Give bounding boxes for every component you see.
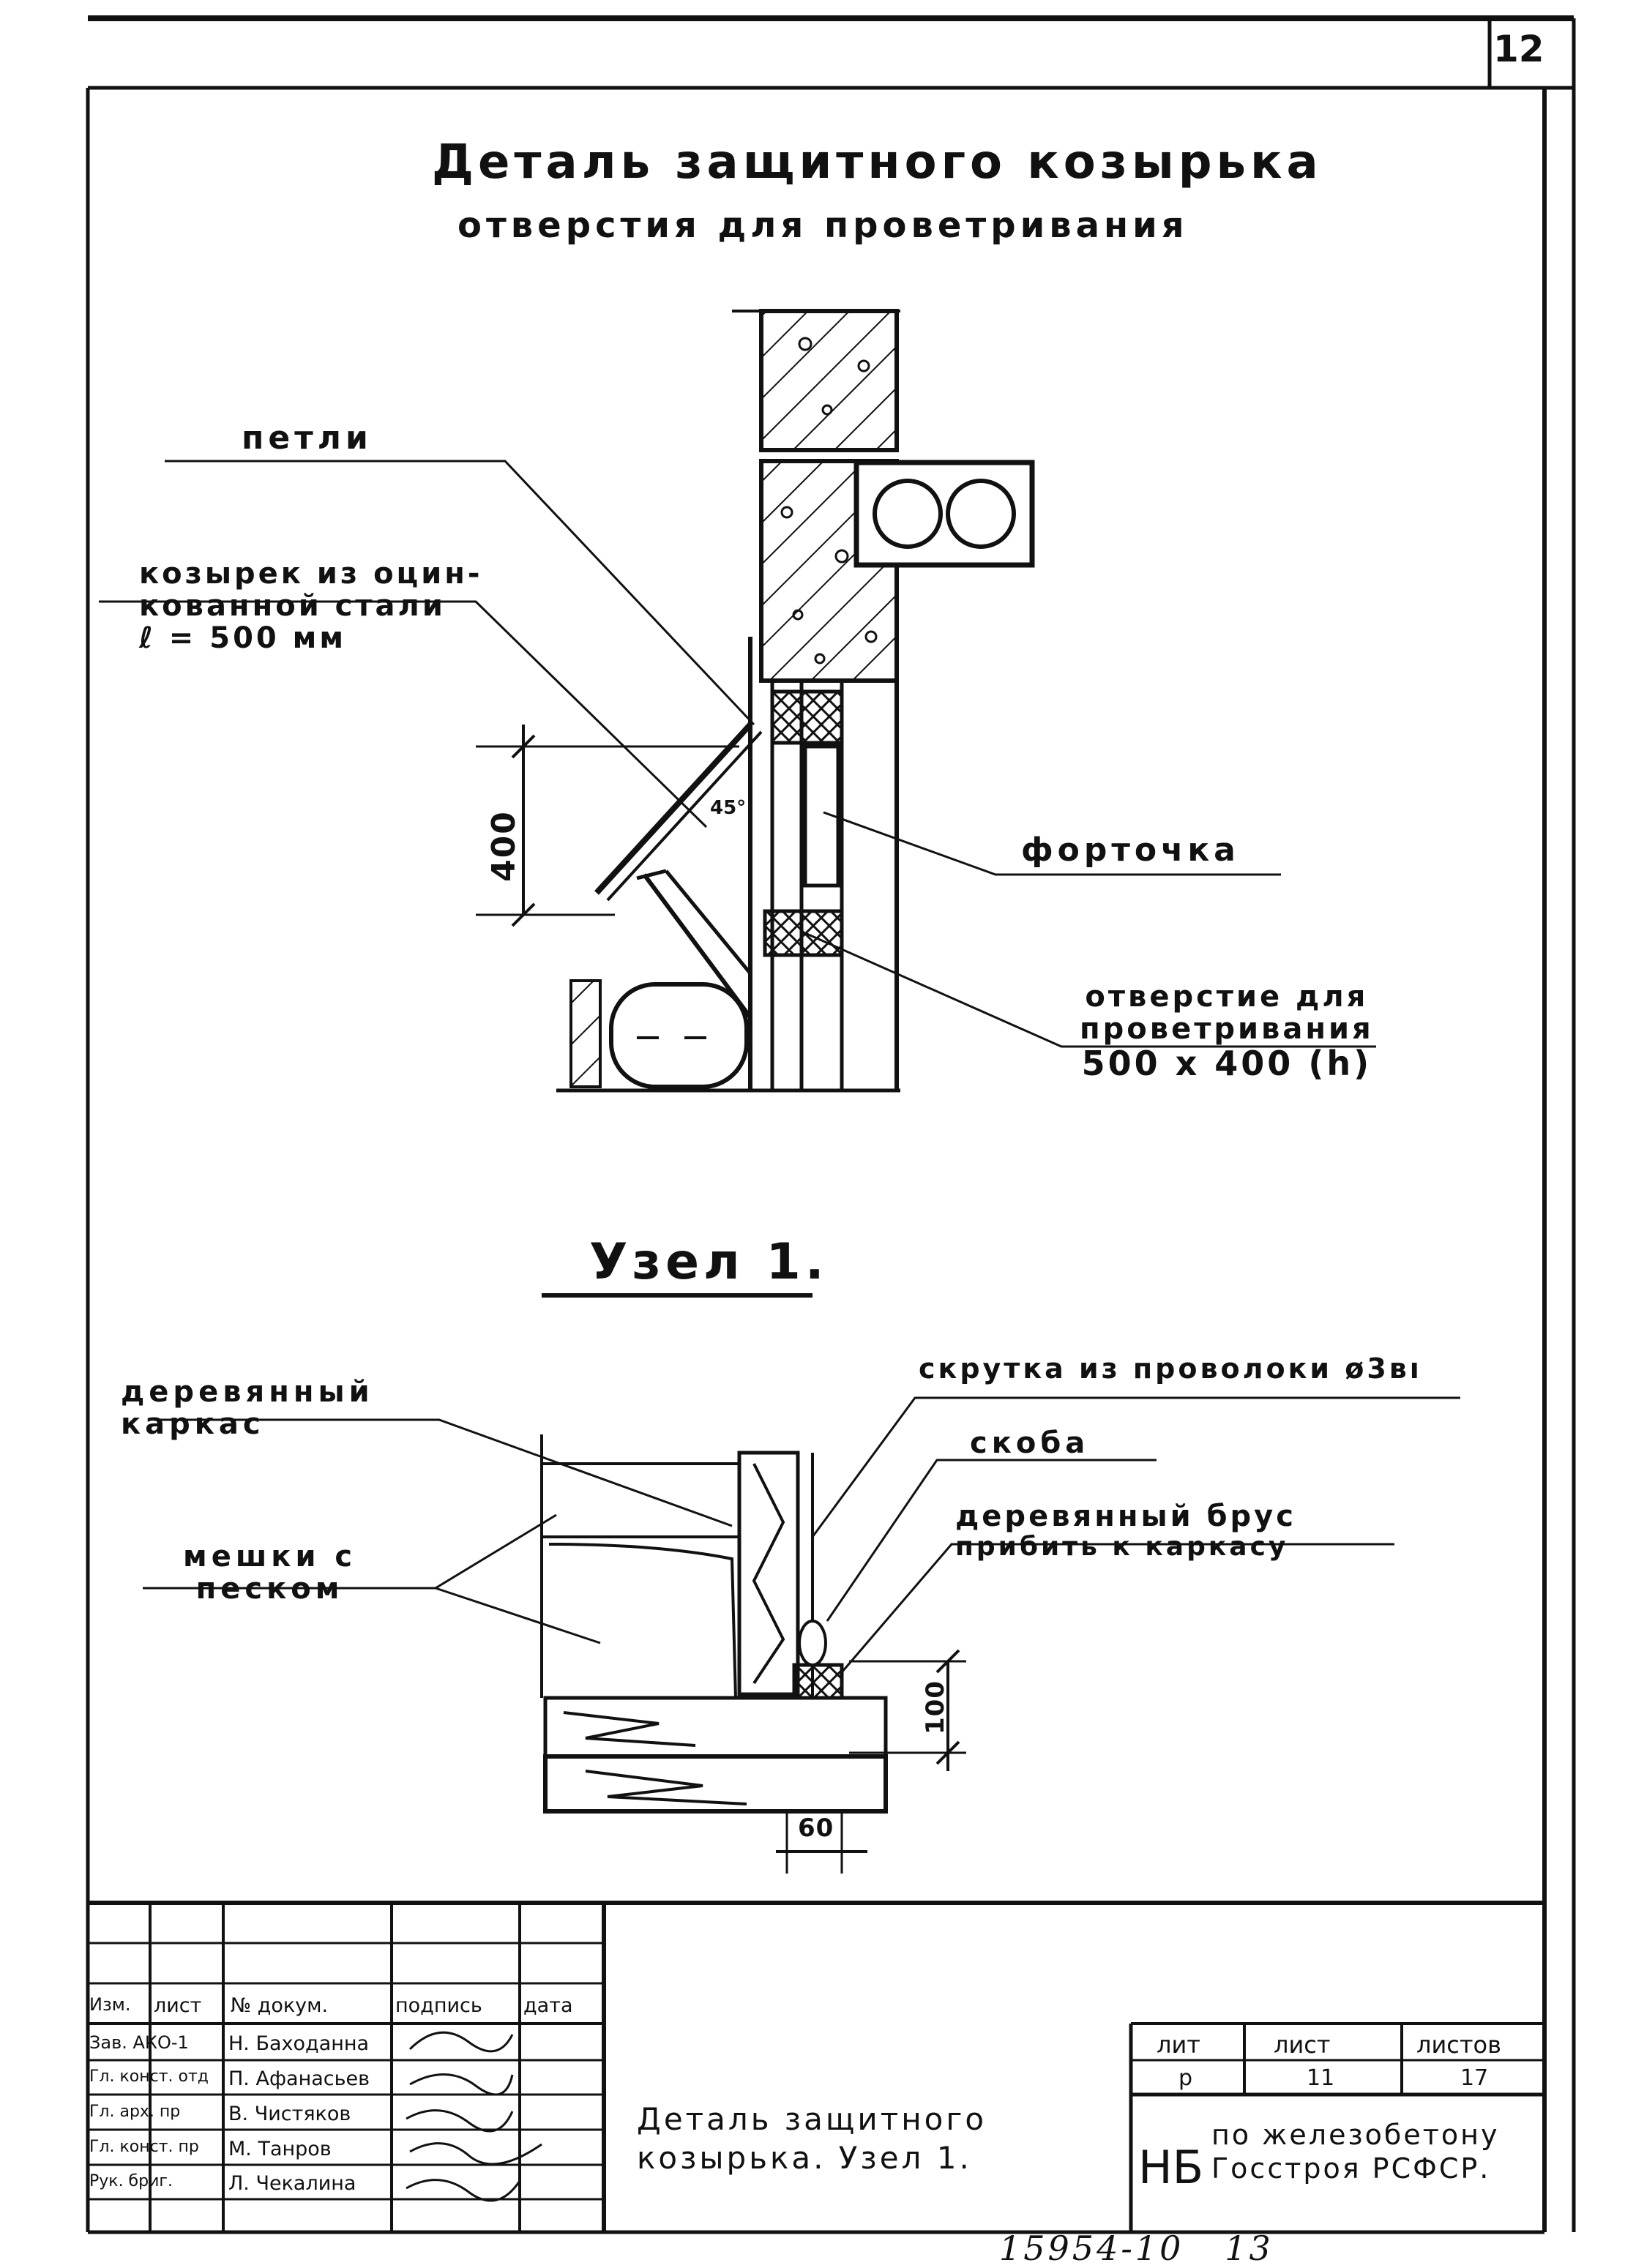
- loops-label: петли: [242, 419, 373, 457]
- frame-label: деревянный каркас: [121, 1375, 374, 1441]
- node-title: Узел 1.: [589, 1233, 829, 1291]
- tb-val-lit: р: [1178, 2065, 1193, 2091]
- drawing-title: Деталь защитного козырька: [432, 135, 1323, 190]
- tb-row-role: Гл. конст. пр: [89, 2138, 199, 2156]
- tb-row-name: М. Танров: [228, 2138, 332, 2160]
- tb-col-lit: лит: [1157, 2031, 1200, 2059]
- tb-header-change: Изм.: [89, 1994, 131, 2015]
- sandbags-label: мешки с песком: [183, 1540, 357, 1606]
- vent-window-label: форточка: [1021, 831, 1240, 869]
- tb-row-name: Н. Баходанна: [228, 2032, 370, 2055]
- angle-label: 45°: [710, 797, 747, 819]
- org-abbr: НБ: [1138, 2141, 1204, 2194]
- vent-opening-label: отверстие для проветривания 500 х 400 (h…: [1080, 980, 1374, 1083]
- beam-label: деревянный брус прибить к каркасу: [955, 1500, 1296, 1562]
- tb-header-docnum: № докум.: [231, 1994, 329, 2017]
- tb-header-date: дата: [523, 1994, 573, 2017]
- tb-val-sheet: 11: [1307, 2065, 1335, 2091]
- tb-row-role: Рук. бриг.: [89, 2172, 173, 2190]
- tb-col-sheets: листов: [1416, 2031, 1501, 2059]
- tb-col-sheet: лист: [1274, 2031, 1331, 2059]
- drawing-subtitle: отверстия для проветривания: [457, 205, 1189, 246]
- tb-header-sheet: лист: [154, 1994, 202, 2017]
- tb-row-role: Гл. арх. пр: [89, 2103, 181, 2121]
- tb-sheet-title: Деталь защитного козырька. Узел 1.: [637, 2101, 987, 2176]
- sheet-number: 12: [1493, 28, 1544, 70]
- tb-val-sheets: 17: [1460, 2065, 1489, 2091]
- tb-row-role: Гл. конст. отд: [89, 2067, 209, 2086]
- wire-twist-label: скрутка из проволоки ø3вı: [919, 1352, 1422, 1385]
- tb-row-role: Зав. АКО-1: [89, 2032, 189, 2053]
- org-name: по железобетону Госстроя РСФСР.: [1211, 2119, 1500, 2185]
- tb-header-signature: подпись: [395, 1994, 482, 2017]
- bracket-label: скоба: [970, 1426, 1090, 1460]
- footer-code: 15954-10 13: [999, 2228, 1274, 2268]
- tb-row-name: П. Афанасьев: [228, 2067, 370, 2090]
- tb-row-name: Л. Чекалина: [228, 2172, 356, 2195]
- visor-label: козырек из оцин- кованной стали ℓ = 500 …: [139, 557, 483, 655]
- dim-60-label: 60: [798, 1814, 834, 1843]
- tb-row-name: В. Чистяков: [228, 2103, 351, 2125]
